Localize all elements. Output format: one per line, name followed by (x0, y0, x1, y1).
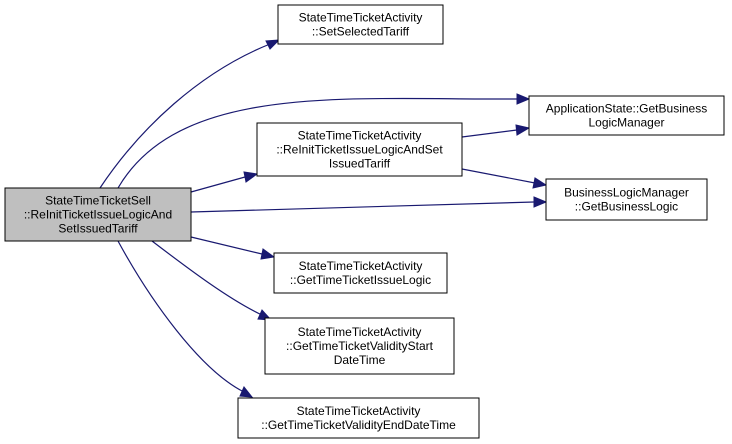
node-business-logic-manager[interactable]: BusinessLogicManager::GetBusinessLogic (545, 178, 708, 221)
edge-line (461, 168, 536, 184)
node-box (264, 317, 455, 375)
node-label-line: StateTimeTicketActivity (299, 11, 423, 25)
node-label-line: ::GetBusinessLogic (575, 200, 678, 214)
node-label-line: ::ReInitTicketIssueLogicAnd (24, 208, 172, 222)
node-label-line: BusinessLogicManager (564, 186, 689, 200)
arrowhead-icon (532, 177, 548, 189)
node-root[interactable]: StateTimeTicketSell::ReInitTicketIssueLo… (4, 187, 192, 242)
node-label-line: SetIssuedTariff (58, 222, 138, 236)
edge-line (117, 97, 519, 189)
node-label-line: StateTimeTicketSell (45, 194, 151, 208)
node-box (528, 95, 725, 136)
node-label-line: StateTimeTicketActivity (299, 259, 423, 273)
node-set-selected-tariff[interactable]: StateTimeTicketActivity::SetSelectedTari… (277, 4, 444, 45)
edge-line (461, 129, 518, 138)
node-get-issue-logic[interactable]: StateTimeTicketActivity::GetTimeTicketIs… (273, 252, 448, 294)
node-label-line: ::GetTimeTicketValidityEndDateTime (261, 418, 456, 432)
edge-line (151, 240, 263, 316)
edges-layer (99, 39, 548, 398)
edge-root-to-get-validity-end (117, 240, 254, 398)
node-label-line: ::SetSelectedTariff (312, 25, 410, 39)
node-box (237, 397, 480, 439)
node-box (4, 187, 192, 242)
arrowhead-icon (516, 93, 531, 105)
node-application-state[interactable]: ApplicationState::GetBusinessLogicManage… (528, 95, 725, 136)
node-label-line: ApplicationState::GetBusiness (546, 102, 707, 116)
node-label-line: ::ReInitTicketIssueLogicAndSet (276, 143, 443, 157)
edge-reinit-activity-to-business-logic-manager (461, 168, 548, 189)
arrowhead-icon (265, 39, 281, 50)
node-label-line: StateTimeTicketActivity (298, 129, 422, 143)
node-box (545, 178, 708, 221)
node-label-line: DateTime (334, 353, 386, 367)
edge-root-to-get-issue-logic (190, 236, 276, 260)
edge-line (117, 240, 245, 393)
node-get-validity-start[interactable]: StateTimeTicketActivity::GetTimeTicketVa… (264, 317, 455, 375)
arrowhead-icon (533, 196, 548, 208)
edge-reinit-activity-to-application-state (461, 124, 531, 138)
edge-root-to-application-state (117, 93, 531, 189)
edge-line (190, 236, 263, 255)
node-label-line: IssuedTariff (329, 157, 391, 171)
node-box (273, 252, 448, 294)
node-reinit-activity[interactable]: StateTimeTicketActivity::ReInitTicketIss… (256, 122, 463, 177)
node-label-line: ::GetTimeTicketValidityStart (286, 339, 434, 353)
node-label-line: ::GetTimeTicketIssueLogic (290, 273, 431, 287)
nodes-layer: StateTimeTicketSell::ReInitTicketIssueLo… (4, 4, 725, 439)
arrowhead-icon (239, 386, 254, 398)
edge-root-to-set-selected-tariff (99, 39, 281, 189)
arrowhead-icon (515, 124, 531, 136)
arrowhead-icon (243, 171, 259, 183)
edge-root-to-reinit-activity (190, 171, 259, 193)
node-box (256, 122, 463, 177)
node-label-line: LogicManager (588, 116, 664, 130)
edge-line (190, 176, 246, 193)
arrowhead-icon (260, 248, 276, 260)
node-get-validity-end[interactable]: StateTimeTicketActivity::GetTimeTicketVa… (237, 397, 480, 439)
edge-line (99, 43, 271, 189)
node-label-line: StateTimeTicketActivity (297, 404, 421, 418)
edge-root-to-get-validity-start (151, 240, 273, 321)
node-label-line: StateTimeTicketActivity (298, 325, 422, 339)
node-box (277, 4, 444, 45)
edge-line (190, 201, 535, 213)
edge-root-to-business-logic-manager (190, 196, 548, 213)
